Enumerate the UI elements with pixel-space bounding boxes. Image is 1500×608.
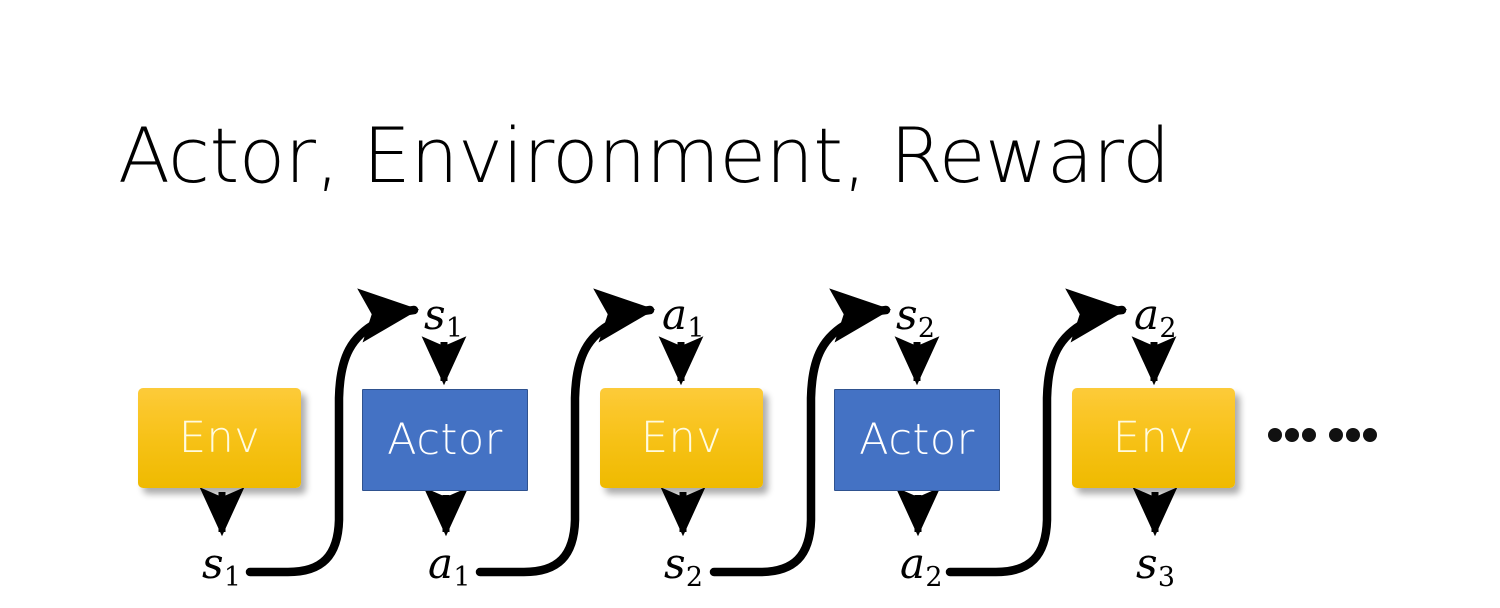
subscript: 2	[917, 313, 935, 345]
symbol: a	[1134, 290, 1160, 339]
page-title: Actor, Environment, Reward	[118, 111, 1170, 200]
label-action-a1-bottom: a1	[428, 543, 470, 592]
symbol: a	[900, 539, 926, 588]
label-state-s2-top: s2	[896, 294, 935, 343]
ellipsis-dot	[1302, 428, 1316, 442]
symbol: s	[896, 290, 918, 339]
subscript: 1	[445, 313, 463, 345]
subscript: 1	[223, 562, 241, 594]
ellipsis-continuation	[1268, 428, 1377, 442]
ellipsis-dot	[1346, 428, 1360, 442]
symbol: s	[664, 539, 686, 588]
label-state-s1-bottom: s1	[202, 543, 241, 592]
node-env-1[interactable]: Env	[138, 388, 301, 488]
node-actor-2[interactable]: Actor	[834, 389, 1000, 491]
label-action-a2-top: a2	[1134, 294, 1176, 343]
symbol: s	[1136, 539, 1158, 588]
subscript: 2	[925, 562, 943, 594]
symbol: s	[202, 539, 224, 588]
node-label: Env	[640, 412, 723, 463]
subscript: 2	[685, 562, 703, 594]
symbol: a	[428, 539, 454, 588]
ellipsis-dot	[1363, 428, 1377, 442]
label-state-s2-bottom: s2	[664, 543, 703, 592]
node-env-2[interactable]: Env	[600, 388, 763, 488]
subscript: 1	[453, 562, 471, 594]
label-state-s1-top: s1	[424, 294, 463, 343]
node-label: Env	[178, 412, 261, 463]
subscript: 3	[1157, 562, 1175, 594]
symbol: a	[662, 290, 688, 339]
ellipsis-dot	[1285, 428, 1299, 442]
ellipsis-dot	[1329, 428, 1343, 442]
label-state-s3-bottom: s3	[1136, 543, 1175, 592]
label-action-a2-bottom: a2	[900, 543, 942, 592]
label-action-a1-top: a1	[662, 294, 704, 343]
node-label: Actor	[387, 414, 503, 465]
node-label: Env	[1112, 412, 1195, 463]
node-label: Actor	[859, 414, 975, 465]
subscript: 2	[1159, 313, 1177, 345]
ellipsis-gap	[1319, 435, 1326, 436]
symbol: s	[424, 290, 446, 339]
node-env-3[interactable]: Env	[1072, 388, 1235, 488]
node-actor-1[interactable]: Actor	[362, 389, 528, 491]
ellipsis-dot	[1268, 428, 1282, 442]
subscript: 1	[687, 313, 705, 345]
